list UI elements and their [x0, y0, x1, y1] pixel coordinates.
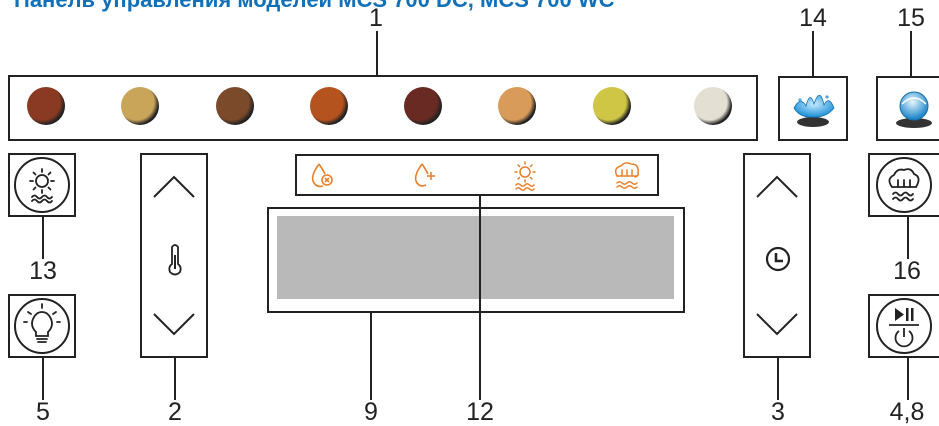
callout-line-15	[910, 31, 912, 76]
time-up-arrow-icon[interactable]	[751, 171, 803, 201]
callout-line-12	[479, 196, 481, 400]
thermometer-icon	[168, 244, 182, 276]
panel-title: Панель управления моделей MCS 700 DC, MC…	[14, 0, 614, 13]
descale-button[interactable]	[778, 76, 848, 141]
callout-16: 16	[893, 257, 921, 285]
light-button[interactable]	[8, 294, 76, 358]
clock-icon	[765, 246, 791, 272]
callout-4-8: 4,8	[889, 398, 925, 426]
callout-line-3	[777, 358, 779, 400]
callout-line-5	[42, 358, 44, 400]
steam-mode-button[interactable]	[868, 153, 939, 217]
steam-cloud-icon	[888, 168, 920, 202]
convection-mode-button[interactable]	[8, 153, 76, 217]
descale-icon	[311, 163, 333, 188]
play-pause-power-icon	[889, 308, 919, 348]
display-screen	[277, 216, 674, 299]
start-power-button[interactable]	[868, 294, 939, 358]
callout-line-1	[376, 31, 378, 75]
lightbulb-icon	[23, 303, 61, 343]
callout-line-9	[370, 313, 372, 400]
temperature-control	[140, 153, 208, 358]
pie-icon[interactable]	[27, 87, 65, 125]
callout-line-48	[907, 358, 909, 400]
callout-14: 14	[799, 4, 827, 32]
steam-icon	[614, 162, 639, 189]
water-splash-icon	[793, 94, 835, 127]
time-control	[743, 153, 811, 358]
water-refill-icon	[414, 163, 435, 187]
time-down-arrow-icon[interactable]	[751, 310, 803, 340]
callout-9: 9	[364, 398, 378, 426]
fish-fillet-icon[interactable]	[310, 87, 348, 125]
water-filter-button[interactable]	[876, 76, 939, 141]
callout-line-2	[174, 358, 176, 400]
status-indicators	[295, 154, 659, 196]
water-sphere-icon	[896, 91, 932, 128]
rice-icon[interactable]	[694, 87, 732, 125]
steak-icon[interactable]	[404, 87, 442, 125]
callout-line-16	[907, 217, 909, 259]
callout-5: 5	[36, 398, 50, 426]
roast-vegetables-icon[interactable]	[216, 87, 254, 125]
sun-heat-icon	[29, 168, 55, 204]
callout-3: 3	[771, 398, 785, 426]
callout-13: 13	[29, 257, 57, 285]
bread-rolls-icon[interactable]	[498, 87, 536, 125]
callout-line-14	[812, 31, 814, 76]
callout-12: 12	[466, 398, 494, 426]
callout-line-13	[42, 217, 44, 259]
potatoes-icon[interactable]	[593, 87, 631, 125]
callout-1: 1	[369, 4, 383, 32]
temperature-down-arrow-icon[interactable]	[148, 310, 200, 340]
fries-icon[interactable]	[121, 87, 159, 125]
callout-15: 15	[897, 4, 925, 32]
callout-2: 2	[168, 398, 182, 426]
convection-icon	[514, 161, 536, 191]
temperature-up-arrow-icon[interactable]	[148, 171, 200, 201]
